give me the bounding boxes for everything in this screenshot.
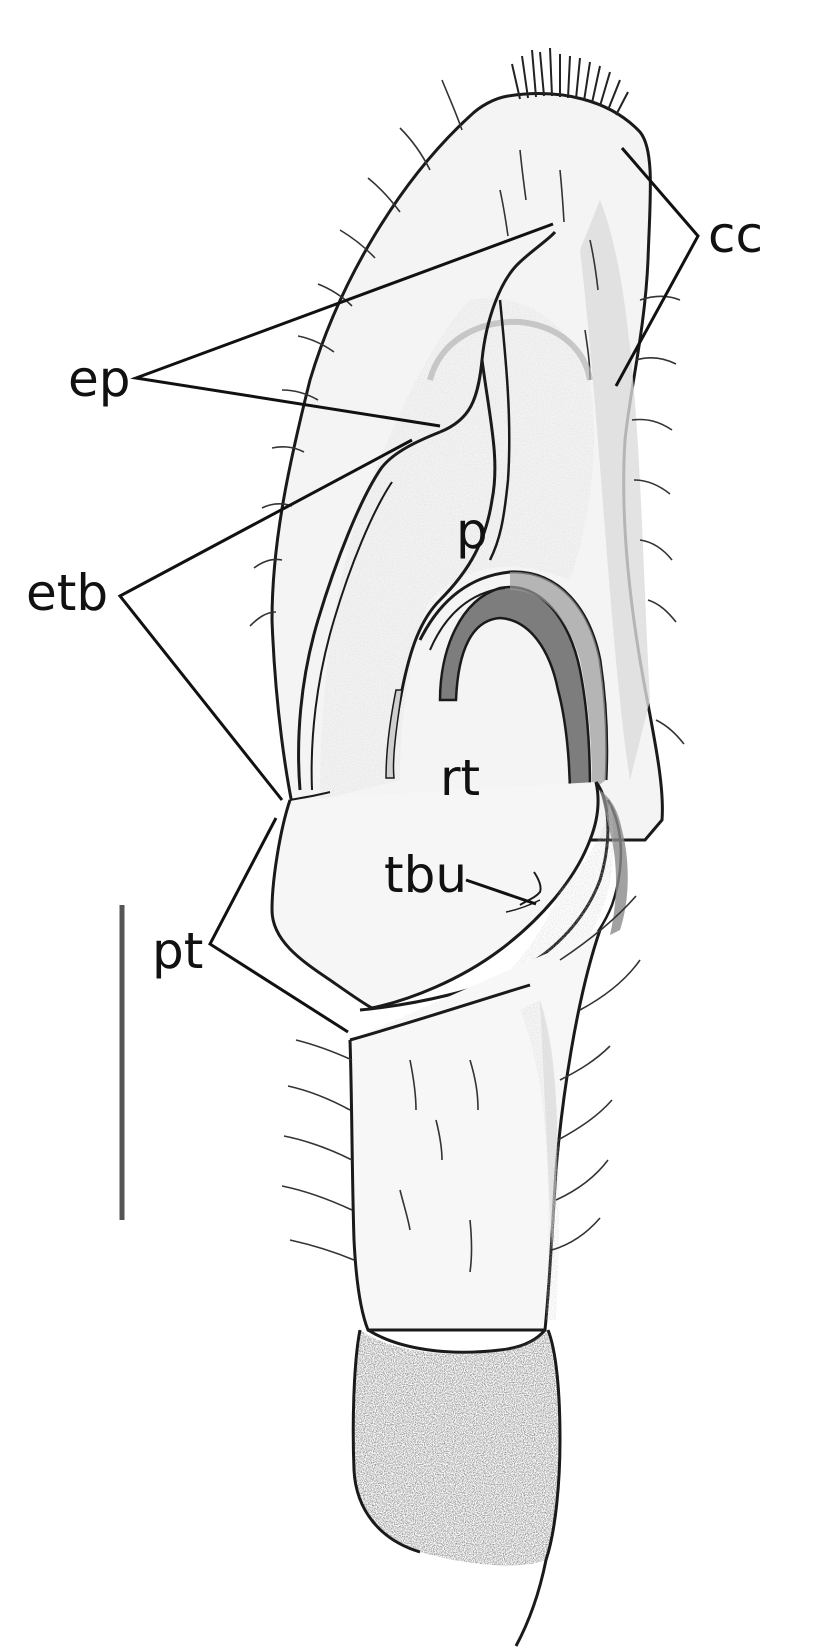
- leader-tbu: [465, 878, 537, 906]
- label-rt: rt: [440, 749, 480, 807]
- tibia-setae: [281, 895, 641, 1273]
- tibia: [281, 895, 641, 1354]
- tegulum: [297, 230, 609, 803]
- label-tbu: tbu: [384, 846, 467, 904]
- leader-pt: [208, 817, 349, 1034]
- label-ep: ep: [68, 350, 131, 408]
- label-etb: etb: [26, 564, 108, 622]
- leader-ep: [130, 222, 554, 428]
- leader-etb: [117, 438, 413, 801]
- apical-bristles: [511, 47, 629, 116]
- leader-lines: [117, 147, 700, 1034]
- label-p: p: [456, 502, 488, 560]
- leader-cc: [614, 147, 700, 387]
- embolic-process: [439, 230, 557, 434]
- embolus-tegular-base: [297, 430, 441, 791]
- label-pt: pt: [152, 922, 203, 980]
- cymbium-setae: [249, 79, 685, 745]
- label-cc: cc: [708, 206, 763, 264]
- patella: [351, 1329, 562, 1647]
